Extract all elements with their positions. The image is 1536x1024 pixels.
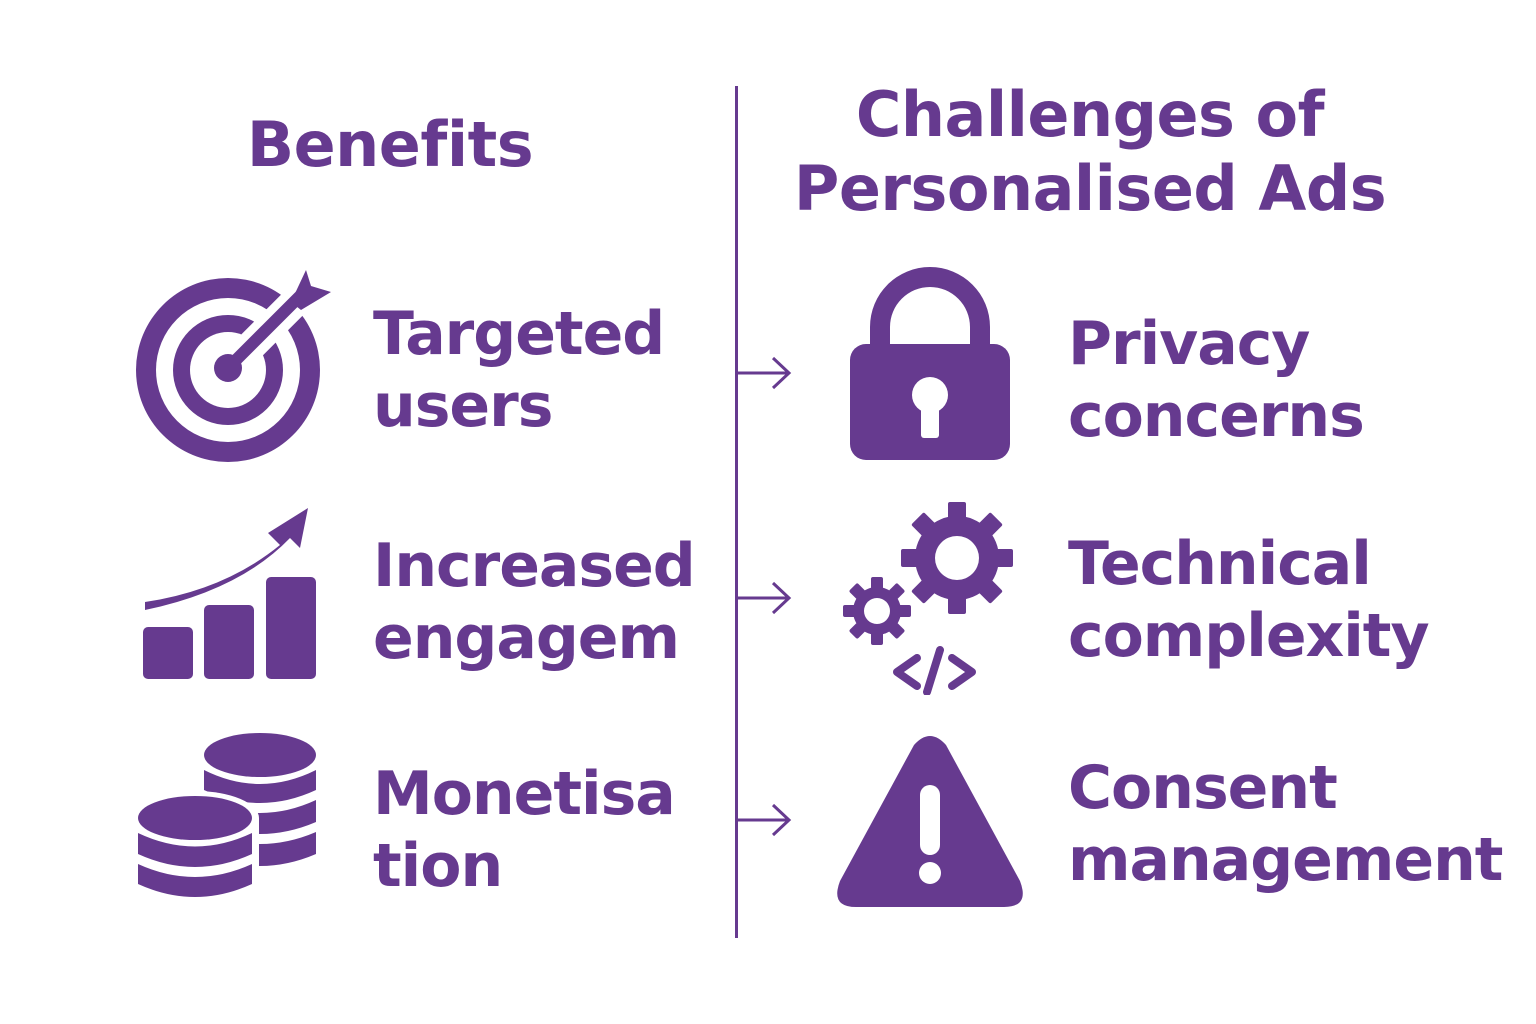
arrow-right-icon [737,580,797,624]
center-divider [735,86,738,938]
warning-icon [834,733,1026,911]
challenge-label-technical-complexity: Technical complexity [1068,528,1430,672]
arrow-right-icon [737,355,797,399]
challenges-title-line1: Challenges of [855,78,1325,151]
label-line: Monetisa [373,759,676,829]
label-line: tion [373,831,503,901]
label-line: Privacy [1068,309,1310,379]
challenge-label-consent-management: Consent management [1068,752,1503,896]
label-line: users [373,371,553,441]
coins-stack-icon [137,730,322,910]
benefit-label-targeted-users: Targeted users [373,298,665,442]
benefit-label-monetisation: Monetisa tion [373,758,676,902]
label-line: Increased [373,531,696,601]
growth-chart-icon [140,500,325,685]
label-line: complexity [1068,601,1430,671]
label-line: Targeted [373,299,665,369]
benefits-title: Benefits [246,108,534,181]
label-line: concerns [1068,381,1365,451]
target-icon [133,262,333,462]
lock-icon [848,262,1013,462]
gears-code-icon [840,500,1020,695]
label-line: engagem [373,603,680,673]
challenges-title: Challenges of Personalised Ads [770,78,1410,226]
label-line: Consent [1068,753,1338,823]
arrow-right-icon [737,802,797,846]
label-line: management [1068,825,1503,895]
benefit-label-increased-engagement: Increased engagem [373,530,696,674]
challenges-title-line2: Personalised Ads [793,152,1387,225]
label-line: Technical [1068,529,1372,599]
challenge-label-privacy-concerns: Privacy concerns [1068,308,1365,452]
